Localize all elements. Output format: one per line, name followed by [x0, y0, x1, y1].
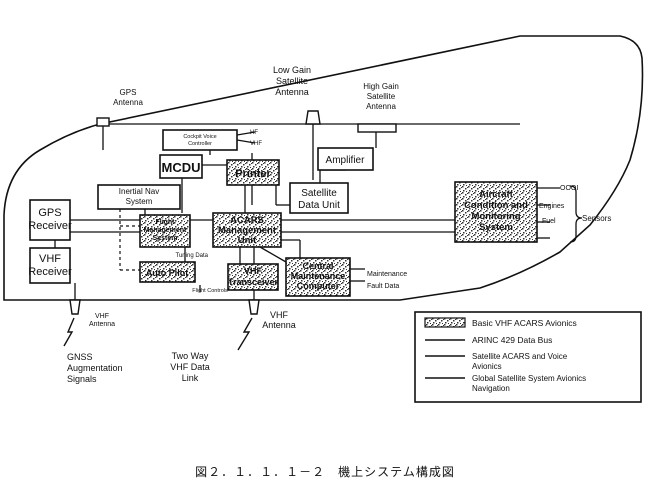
- acms-box: [454, 181, 538, 243]
- gps-receiver-box: [29, 199, 71, 241]
- vhf-left-antenna-icon: [69, 299, 81, 315]
- auto-pilot-box: [139, 261, 196, 283]
- tuning-data-label: Tuning Data: [176, 253, 209, 259]
- legend-label-arinc: ARINC 429 Data Bus: [472, 335, 552, 345]
- vhf-link-bolt-icon: [237, 317, 253, 351]
- fuel-label: Fuel: [542, 218, 556, 225]
- mcdu-box: [159, 154, 203, 179]
- fuselage-outline: [3, 35, 644, 301]
- cockpit-voice-box: [162, 129, 238, 151]
- satellite-data-unit-box: [289, 182, 349, 214]
- high-gain-antenna-icon: [357, 123, 397, 133]
- printer-label: Printer: [235, 168, 271, 180]
- engines-label: Engines: [539, 203, 565, 210]
- flight-controls-label: Flight Controls: [192, 288, 228, 294]
- vhf-label: VHF: [250, 141, 262, 147]
- auto-pilot-label: Auto Pilot: [146, 268, 189, 278]
- vhf-transceiver-box: [227, 263, 279, 291]
- acars-mu-box: [212, 212, 282, 248]
- legend-label-basic: Basic VHF ACARS Avionics: [472, 318, 577, 328]
- figure-caption: 図２．１．１．１－２ 機上システム構成図: [195, 465, 455, 479]
- amplifier-box: [317, 147, 374, 171]
- cmc-box: [285, 257, 351, 297]
- low-gain-antenna-icon: [305, 110, 321, 125]
- vhf-receiver-box: [29, 247, 71, 284]
- sensors-label: Sensors: [582, 214, 611, 223]
- printer-box: [226, 159, 280, 186]
- sensors-bracket: [569, 185, 583, 243]
- hf-label: HF: [250, 130, 258, 136]
- fms-box: [139, 214, 191, 248]
- inertial-nav-box: [97, 184, 181, 210]
- navigation-dashed-lines: [119, 209, 140, 271]
- gps-antenna-icon: [96, 117, 110, 127]
- vhf-bottom-antenna-icon: [248, 299, 260, 315]
- gnss-signal-bolt-icon: [63, 317, 75, 347]
- fault-data-label: Fault Data: [367, 283, 399, 290]
- mcdu-label: MCDU: [162, 160, 201, 175]
- legend-swatch-basic: [424, 317, 466, 328]
- oooi-label: OOOI: [560, 185, 578, 192]
- maintenance-label: Maintenance: [367, 271, 407, 278]
- amplifier-label: Amplifier: [326, 155, 366, 166]
